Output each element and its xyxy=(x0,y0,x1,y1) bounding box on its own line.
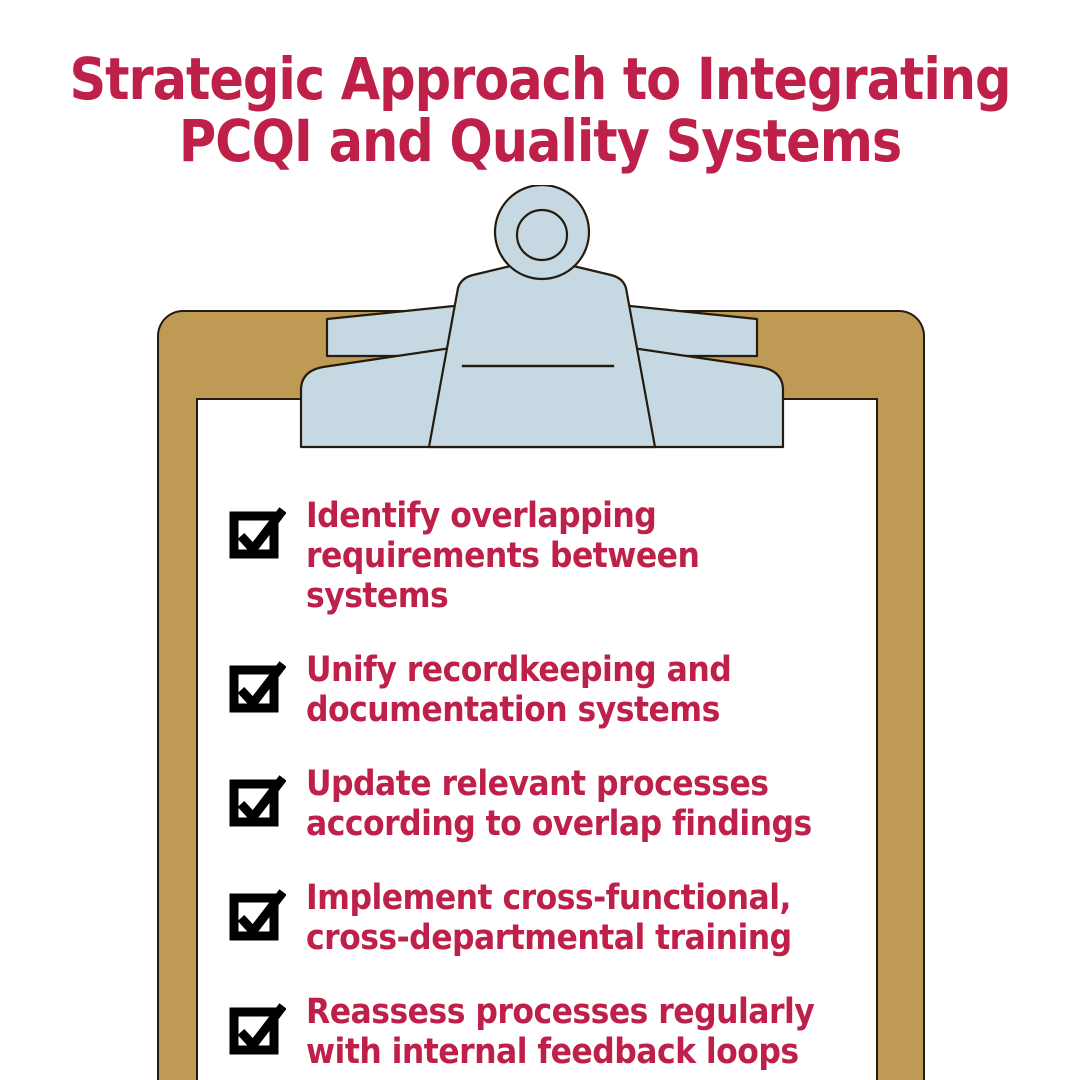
checked-checkbox-icon[interactable] xyxy=(228,772,286,834)
list-item[interactable]: Unify recordkeeping and documentation sy… xyxy=(228,646,888,730)
checklist: Identify overlapping requirements betwee… xyxy=(228,492,888,1072)
clipboard-clip-icon xyxy=(283,185,801,453)
page-title-line-1: Strategic Approach to Integrating xyxy=(69,45,1011,113)
list-item-label: Update relevant processes according to o… xyxy=(306,764,812,844)
page-title: Strategic Approach to Integrating PCQI a… xyxy=(0,48,1080,172)
page-title-line-2: PCQI and Quality Systems xyxy=(178,107,902,175)
list-item[interactable]: Implement cross-functional, cross-depart… xyxy=(228,874,888,958)
list-item[interactable]: Identify overlapping requirements betwee… xyxy=(228,492,888,616)
checked-checkbox-icon[interactable] xyxy=(228,1000,286,1062)
checked-checkbox-icon[interactable] xyxy=(228,658,286,720)
checked-checkbox-icon[interactable] xyxy=(228,886,286,948)
list-item-label: Identify overlapping requirements betwee… xyxy=(306,496,700,616)
list-item[interactable]: Update relevant processes according to o… xyxy=(228,760,888,844)
checked-checkbox-icon[interactable] xyxy=(228,504,286,566)
list-item-label: Reassess processes regularly with intern… xyxy=(306,992,815,1072)
list-item-label: Unify recordkeeping and documentation sy… xyxy=(306,650,732,730)
list-item-label: Implement cross-functional, cross-depart… xyxy=(306,878,792,958)
clip-ring-icon xyxy=(515,208,569,262)
clipboard-paper xyxy=(196,398,878,1080)
clip-body-icon xyxy=(427,263,657,449)
list-item[interactable]: Reassess processes regularly with intern… xyxy=(228,988,888,1072)
